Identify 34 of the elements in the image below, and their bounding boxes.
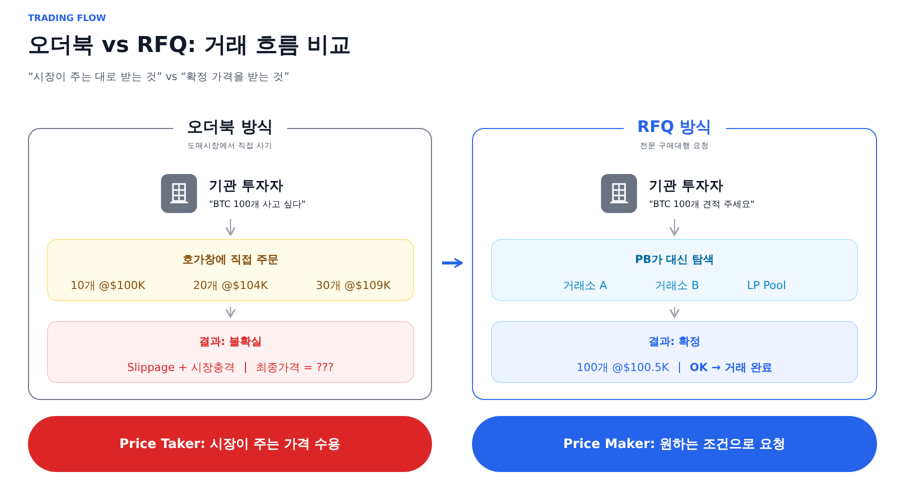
quote-text: "BTC 100개 사고 싶다" [209, 198, 306, 210]
item-text: Slippage + 시장충격 [127, 360, 236, 375]
item-text: LP Pool [747, 279, 786, 292]
title: 오더북 vs RFQ: 거래 흐름 비교 [28, 32, 352, 60]
panel-title: RFQ 방식 [623, 117, 726, 138]
box-heading: 결과: 확정 [647, 334, 702, 349]
investor-label: 기관 투자자 [209, 176, 285, 194]
quote-text: "BTC 100개 견적 주세요" [649, 198, 754, 210]
box-heading: 호가창에 직접 주문 [182, 252, 280, 267]
item-text: 10개 @$100K [70, 278, 146, 293]
item-text: 20개 @$104K [193, 278, 268, 293]
arrow [226, 219, 236, 236]
item-text: 100개 @$100.5K [576, 360, 669, 375]
box-heading: 결과: 불확실 [198, 334, 264, 349]
investor-label: 기관 투자자 [649, 176, 725, 194]
banner: Price Taker: 시장이 주는 가격 수용 [28, 416, 432, 472]
item-text: 30개 @$109K [316, 278, 391, 293]
step-box [491, 321, 858, 383]
item-text: 거래소 B [654, 278, 700, 293]
item-text: 최종가격 = ??? [256, 360, 334, 375]
arrow [226, 307, 236, 318]
step-box [47, 239, 414, 301]
step-box [491, 239, 858, 301]
arrow [442, 258, 463, 268]
arrow [670, 307, 680, 318]
panel-title: 오더북 방식 [173, 117, 287, 138]
item-text: OK → 거래 완료 [690, 360, 772, 375]
box-heading: PB가 대신 탐색 [634, 252, 716, 267]
arrow [670, 219, 680, 236]
subtitle: “시장이 주는 대로 받는 것” vs “확정 가격을 받는 것” [28, 70, 290, 84]
banner: Price Maker: 원하는 조건으로 요청 [472, 416, 877, 472]
eyebrow-label: TRADING FLOW [28, 14, 106, 24]
step-box [47, 321, 414, 383]
item-text: 거래소 A [562, 278, 607, 293]
